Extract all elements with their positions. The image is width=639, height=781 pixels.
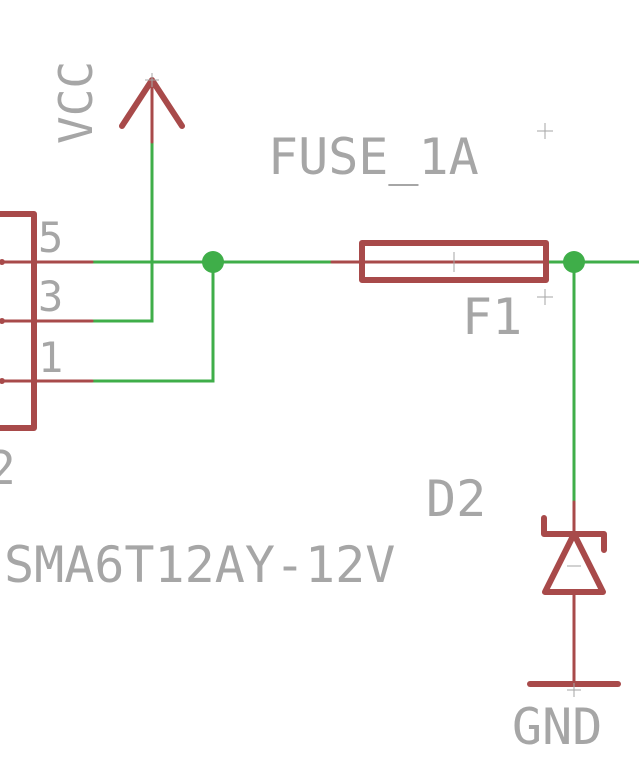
- fuse-value: FUSE_1A: [268, 128, 479, 186]
- gnd-symbol: [527, 681, 621, 697]
- diode-value: SMA6T12AY-12V: [4, 536, 395, 594]
- fuse-symbol: [330, 240, 549, 283]
- connector-pin-label: 5: [38, 213, 63, 262]
- wire-pin1: [90, 260, 215, 383]
- junction-dot: [202, 251, 224, 273]
- diode-name: D2: [426, 470, 486, 528]
- connector-pin-end: [0, 318, 5, 324]
- wire-vcc: [90, 140, 154, 323]
- diode-symbol: [541, 500, 607, 686]
- vcc-symbol: [119, 73, 185, 144]
- junction-dot: [563, 251, 585, 273]
- gnd-label: GND: [512, 698, 602, 756]
- connector-pin-label: 1: [38, 333, 63, 382]
- connector-pin-end: [0, 378, 5, 384]
- wires: [90, 140, 639, 504]
- connector-pin-label: 3: [38, 272, 63, 321]
- fuse-name: F1: [462, 288, 522, 346]
- connector-pin-end: [0, 259, 5, 265]
- connector-name: 2: [0, 441, 16, 495]
- connector-symbol: [0, 211, 94, 431]
- vcc-label: VCC: [49, 61, 103, 144]
- diode-triangle: [542, 531, 606, 595]
